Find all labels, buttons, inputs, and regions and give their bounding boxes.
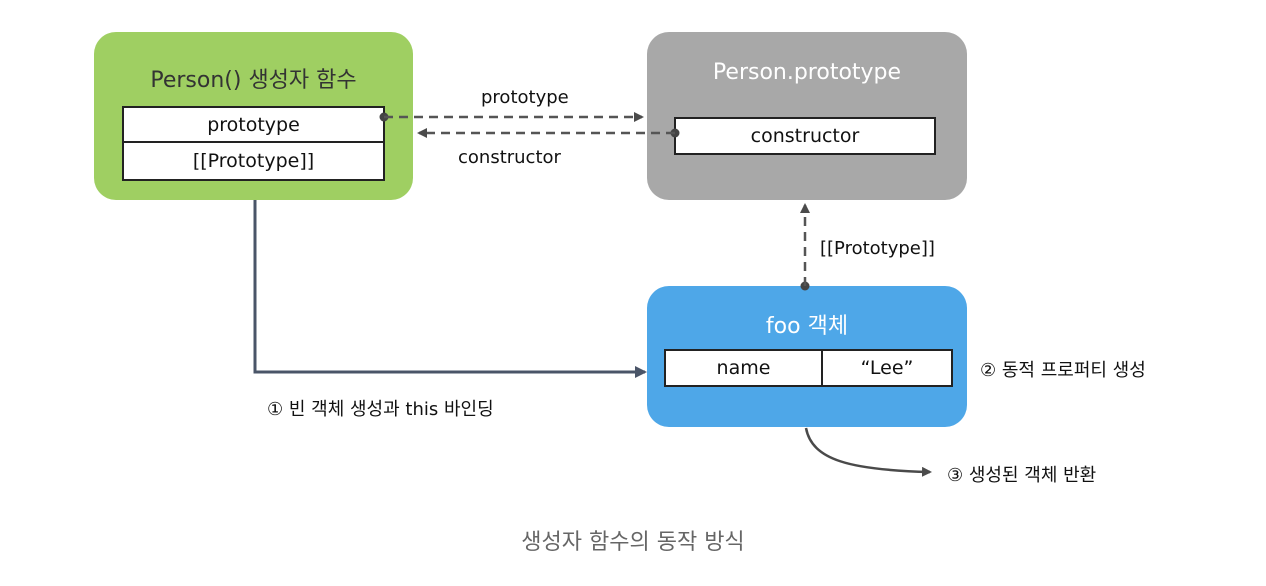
- person-prototype-constructor-row: constructor: [750, 125, 860, 147]
- prototype-arrow-label: prototype: [481, 87, 569, 108]
- step2-label: ② 동적 프로퍼티 생성: [980, 360, 1146, 381]
- prototype-link-arrow: [379, 112, 644, 122]
- proto-slot-arrow-label: [[Prototype]]: [820, 238, 935, 259]
- step3-label: ③ 생성된 객체 반환: [947, 465, 1097, 486]
- step1-arrow: [253, 200, 647, 378]
- foo-object-table: name “Lee”: [664, 349, 953, 387]
- person-function-prototype-row: prototype: [124, 108, 383, 143]
- proto-slot-link-arrow: [800, 203, 810, 291]
- constructor-link-arrow: [417, 128, 680, 138]
- foo-object-title: foo 객체: [765, 314, 849, 339]
- person-function-proto-slot-row: [[Prototype]]: [192, 150, 315, 172]
- foo-object-box: foo 객체 name “Lee”: [647, 286, 967, 427]
- person-prototype-table: constructor: [674, 117, 936, 155]
- constructor-arrow-label: constructor: [458, 147, 561, 168]
- foo-prop-name-cell: name: [666, 351, 823, 385]
- person-function-table: prototype [[Prototype]]: [122, 106, 385, 181]
- figure-caption: 생성자 함수의 동작 방식: [521, 530, 745, 555]
- person-prototype-box: Person.prototype constructor: [647, 32, 967, 200]
- foo-prop-value-cell: “Lee”: [860, 357, 914, 379]
- person-function-box: Person() 생성자 함수 prototype [[Prototype]]: [94, 32, 413, 200]
- person-prototype-title: Person.prototype: [712, 60, 902, 85]
- step1-label: ① 빈 객체 생성과 this 바인딩: [267, 399, 494, 420]
- step3-arrow: [804, 427, 932, 477]
- person-function-title: Person() 생성자 함수: [150, 68, 357, 93]
